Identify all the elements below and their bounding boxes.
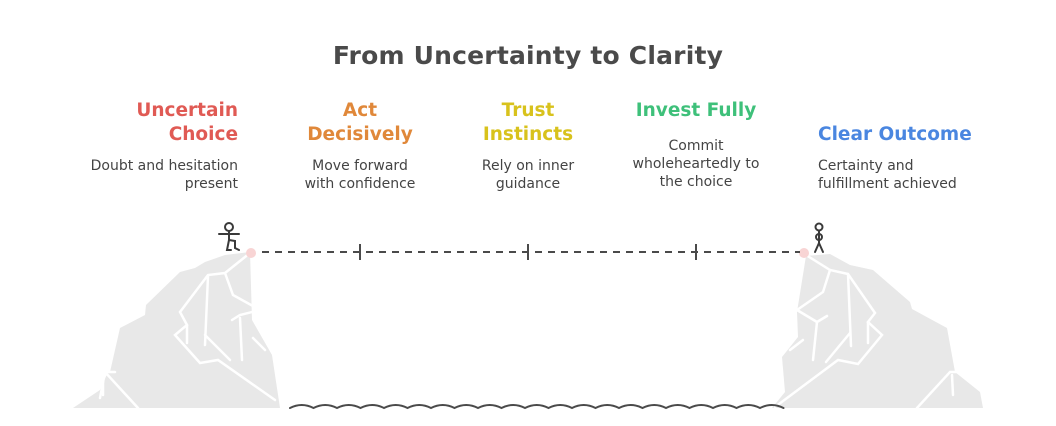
step-heading: Trust Instincts bbox=[448, 99, 608, 147]
step-description-line: fulfillment achieved bbox=[818, 176, 957, 192]
rope-bridge bbox=[262, 244, 800, 260]
step-heading: Uncertain Choice bbox=[60, 99, 238, 147]
step-heading-line: Instincts bbox=[482, 124, 574, 145]
step-description-line: Certainty and bbox=[818, 158, 914, 174]
step-trust-instincts: Trust Instincts Rely on inner guidance bbox=[448, 99, 608, 193]
step-description-line: Rely on inner bbox=[481, 158, 575, 174]
step-heading-line: Trust bbox=[501, 100, 555, 121]
step-description: Commit wholeheartedly to the choice bbox=[614, 137, 778, 191]
right-cliff bbox=[772, 248, 983, 410]
step-description-line: Move forward bbox=[312, 158, 408, 174]
step-description-line: wholeheartedly to bbox=[632, 156, 760, 172]
left-anchor bbox=[246, 248, 256, 258]
step-description: Doubt and hesitation present bbox=[60, 157, 238, 193]
step-act-decisively: Act Decisively Move forward with confide… bbox=[280, 99, 440, 193]
diagram-title: From Uncertainty to Clarity bbox=[332, 41, 724, 70]
step-description-line: Commit bbox=[668, 138, 724, 154]
water-wave-icon bbox=[289, 404, 785, 410]
step-description-line: with confidence bbox=[304, 176, 416, 192]
left-cliff bbox=[73, 248, 280, 410]
step-description-line: Doubt and hesitation bbox=[90, 158, 238, 174]
step-uncertain-choice: Uncertain Choice Doubt and hesitation pr… bbox=[60, 99, 238, 193]
step-heading-line: Act bbox=[342, 100, 378, 121]
step-description-line: present bbox=[184, 176, 238, 192]
step-heading-line: Invest Fully bbox=[635, 100, 757, 121]
step-heading-line: Uncertain bbox=[136, 100, 238, 121]
right-anchor bbox=[799, 248, 809, 258]
step-description-line: the choice bbox=[659, 174, 733, 190]
step-description: Certainty and fulfillment achieved bbox=[818, 157, 1018, 193]
step-heading: Clear Outcome bbox=[818, 123, 1018, 147]
step-heading: Invest Fully bbox=[614, 99, 778, 123]
step-heading-line: Decisively bbox=[307, 124, 413, 145]
step-description-line: guidance bbox=[495, 176, 561, 192]
step-heading-line: Choice bbox=[168, 124, 238, 145]
step-invest-fully: Invest Fully Commit wholeheartedly to th… bbox=[614, 99, 778, 191]
step-clear-outcome: Clear Outcome Certainty and fulfillment … bbox=[818, 123, 1018, 193]
step-description: Move forward with confidence bbox=[280, 157, 440, 193]
step-heading-line: Clear Outcome bbox=[818, 124, 972, 145]
stick-figure-stepping-icon bbox=[218, 222, 240, 251]
stick-figure-standing-icon bbox=[814, 222, 824, 253]
step-heading: Act Decisively bbox=[280, 99, 440, 147]
step-description: Rely on inner guidance bbox=[448, 157, 608, 193]
